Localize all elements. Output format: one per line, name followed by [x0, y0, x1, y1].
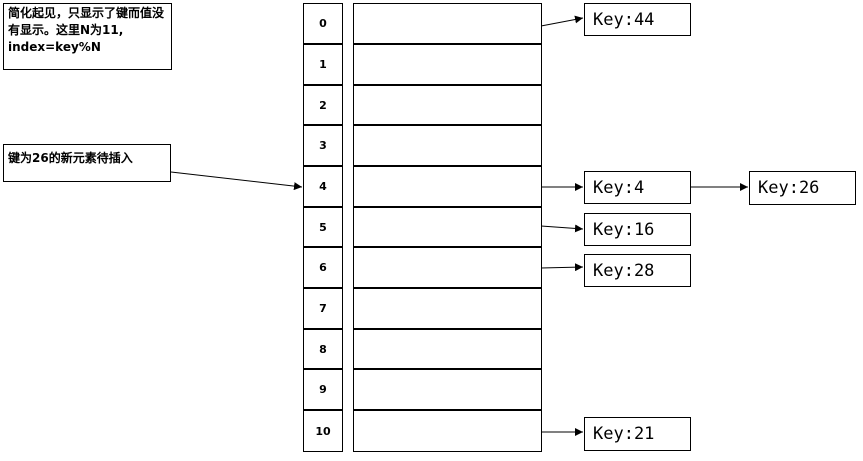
arrow-slot5-to-key16: [540, 224, 584, 233]
index-cell-3: 3: [303, 125, 343, 166]
key-node-16: Key:16: [584, 213, 691, 246]
arrow-insert-to-index4: [170, 171, 303, 191]
index-cell-5: 5: [303, 207, 343, 247]
simplification-note: 简化起见，只显示了键而值没有显示。这里N为11, index=key%N: [3, 3, 172, 70]
arrow-slot0-to-key44: [540, 15, 584, 27]
bucket-slot-5: [353, 207, 542, 247]
key-node-26: Key:26: [749, 171, 856, 205]
insert-note: 键为26的新元素待插入: [3, 144, 171, 182]
index-cell-8: 8: [303, 329, 343, 369]
bucket-slot-6: [353, 247, 542, 288]
key-node-44: Key:44: [584, 3, 691, 36]
bucket-slot-0: [353, 3, 542, 44]
key-node-21: Key:21: [584, 417, 691, 451]
bucket-slot-8: [353, 329, 542, 369]
key-node-4: Key:4: [584, 171, 691, 204]
bucket-slot-4: [353, 166, 542, 207]
index-cell-1: 1: [303, 44, 343, 85]
bucket-slot-1: [353, 44, 542, 85]
index-cell-10: 10: [303, 410, 343, 452]
bucket-slot-3: [353, 125, 542, 166]
bucket-slot-2: [353, 85, 542, 125]
arrow-slot6-to-key28: [540, 263, 584, 272]
bucket-slot-10: [353, 410, 542, 452]
index-cell-4: 4: [303, 166, 343, 207]
bucket-slot-7: [353, 288, 542, 329]
index-cell-2: 2: [303, 85, 343, 125]
key-node-28: Key:28: [584, 254, 691, 287]
index-cell-7: 7: [303, 288, 343, 329]
index-cell-0: 0: [303, 3, 343, 44]
index-cell-9: 9: [303, 369, 343, 410]
index-cell-6: 6: [303, 247, 343, 288]
bucket-slot-9: [353, 369, 542, 410]
